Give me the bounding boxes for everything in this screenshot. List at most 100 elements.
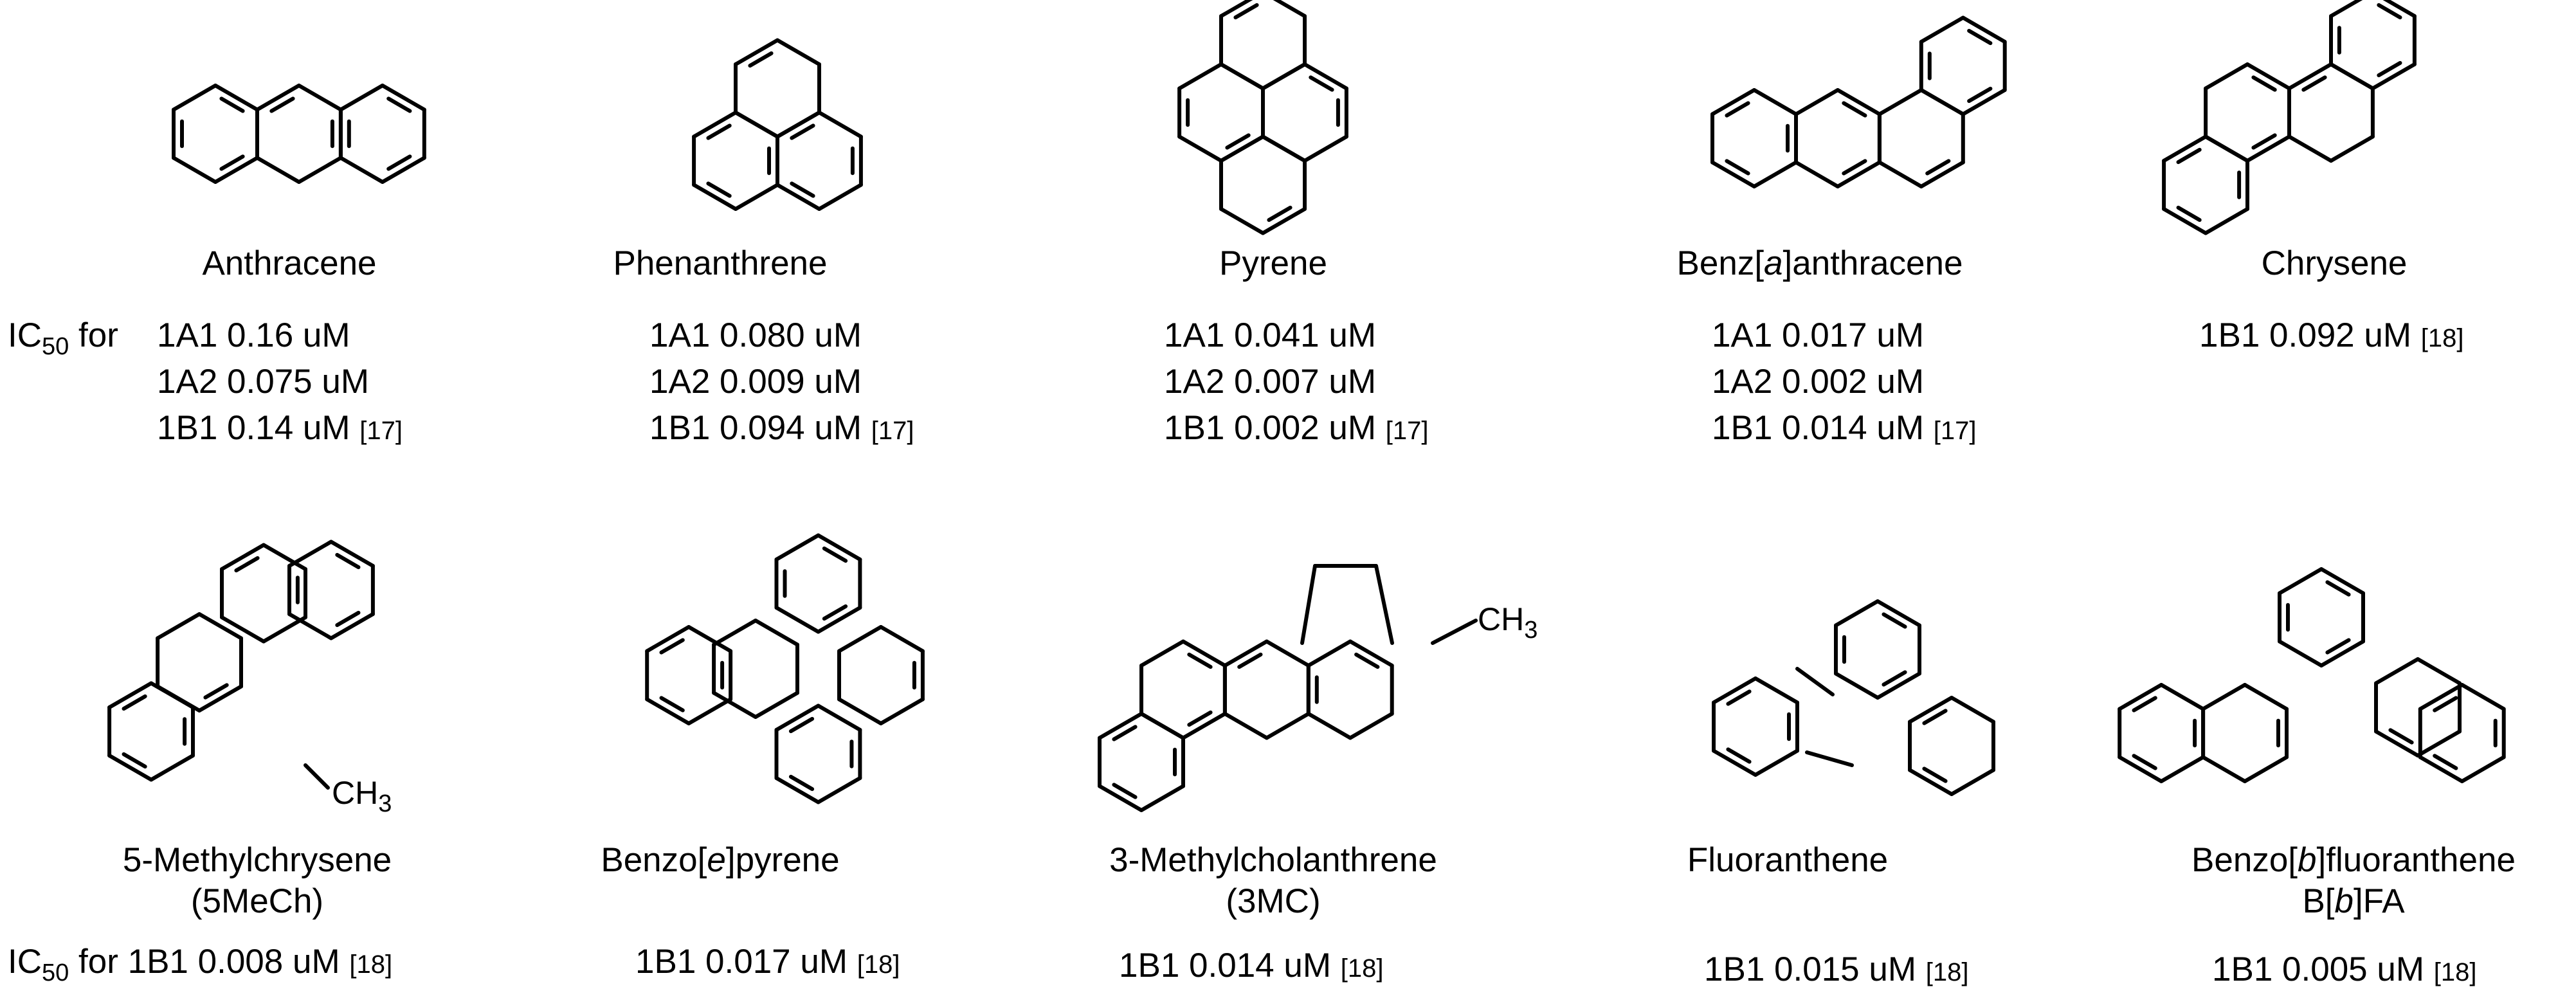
- bond: [2251, 133, 2277, 150]
- bond: [1754, 676, 1799, 705]
- bond: [774, 533, 821, 561]
- bond: [2132, 754, 2157, 770]
- reference-citation: [18]: [349, 950, 393, 979]
- bond: [220, 543, 266, 571]
- bond: [1219, 62, 1265, 91]
- bond: [1882, 612, 1907, 629]
- bond: [1267, 205, 1293, 222]
- bond: [213, 84, 259, 112]
- bond: [1794, 160, 1840, 188]
- bond: [1187, 652, 1213, 669]
- abbreviation: (3MC): [1226, 882, 1321, 920]
- ic50-subscript: 50: [42, 333, 69, 360]
- bond: [2460, 755, 2506, 783]
- bond: [754, 691, 799, 719]
- bond: [2377, 60, 2402, 78]
- ic50-for: for: [69, 316, 118, 354]
- bond: [172, 84, 217, 112]
- bond: [386, 96, 412, 113]
- bond: [2433, 696, 2458, 712]
- bond: [1835, 88, 1882, 116]
- ic50-prefix: IC: [8, 316, 42, 354]
- bond: [734, 38, 779, 66]
- reference-citation: [18]: [2433, 958, 2477, 986]
- bond: [2162, 134, 2208, 163]
- bond: [748, 51, 774, 68]
- bond: [1835, 160, 1882, 188]
- bond: [156, 612, 201, 640]
- bond: [296, 156, 343, 184]
- bond: [1876, 671, 1921, 700]
- bond: [172, 156, 217, 184]
- bond: [1919, 88, 1965, 116]
- bond: [1710, 88, 1756, 116]
- bond: [1967, 28, 1993, 46]
- bond: [788, 716, 815, 734]
- bond: [386, 154, 412, 171]
- anthracene-value-1b1: 1B1 0.14 uM [17]: [157, 409, 403, 447]
- bond: [2204, 207, 2249, 235]
- benz-a-anthracene-value-1b1: 1B1 0.014 uM [17]: [1712, 409, 1977, 447]
- chrysene-value-1b1: 1B1 0.092 uM [18]: [2199, 316, 2464, 354]
- bond: [706, 181, 732, 198]
- compound-name-anthracene: Anthracene: [202, 244, 377, 282]
- bond: [816, 606, 862, 634]
- bond: [837, 625, 883, 653]
- bond: [122, 694, 147, 711]
- bond: [255, 156, 301, 184]
- bond: [269, 96, 295, 113]
- bond: [2245, 134, 2291, 163]
- bond: [687, 625, 733, 653]
- anthracene-value-1a2: 1A2 0.075 uM: [157, 363, 370, 401]
- bond: [1374, 564, 1394, 645]
- bond: [1805, 750, 1854, 767]
- benzo-b-fluoranthene-value-1b1: 1B1 0.005 uM [18]: [2212, 950, 2477, 988]
- bond: [2245, 62, 2291, 91]
- bond: [234, 556, 260, 573]
- bond: [878, 697, 925, 725]
- bond: [774, 606, 821, 634]
- bond: [1922, 709, 1948, 725]
- bond: [2287, 62, 2333, 91]
- bond: [149, 754, 195, 782]
- 3-methylcholanthrene-structure: CH3: [1098, 564, 1537, 812]
- bond: [335, 552, 361, 570]
- bond: [1181, 712, 1227, 740]
- bond: [2118, 755, 2164, 783]
- bond: [1139, 712, 1185, 740]
- bond: [1752, 160, 1798, 188]
- bond: [2118, 683, 2164, 711]
- bond: [734, 111, 779, 139]
- reference-citation: [17]: [871, 417, 914, 445]
- bond: [287, 540, 333, 568]
- fluoranthene-value-1b1: 1B1 0.015 uM [18]: [1704, 950, 1969, 988]
- bond: [774, 703, 821, 732]
- bond: [659, 696, 685, 712]
- bond: [203, 683, 229, 700]
- bond: [776, 38, 821, 66]
- bond: [1261, 134, 1307, 163]
- bond: [1795, 667, 1835, 696]
- bond: [659, 638, 685, 655]
- bond: [262, 543, 307, 571]
- bond: [2204, 134, 2249, 163]
- bond: [1725, 159, 1750, 176]
- reference-citation: [18]: [1340, 954, 1384, 983]
- bond: [156, 684, 201, 712]
- bond: [1922, 767, 1948, 783]
- bond: [1842, 101, 1867, 118]
- bond: [2418, 683, 2464, 711]
- bond: [1306, 639, 1352, 667]
- bond: [1725, 101, 1750, 118]
- pyrene-value-1b1: 1B1 0.002 uM [17]: [1164, 409, 1429, 447]
- bond: [878, 625, 925, 653]
- bond: [380, 156, 426, 184]
- bond: [1273, 0, 1307, 18]
- bond: [1237, 652, 1263, 669]
- bond: [1877, 160, 1923, 188]
- bond: [2382, 0, 2417, 18]
- bond: [287, 612, 333, 640]
- phenanthrene-structure: [692, 38, 863, 211]
- compound-name-5-methylchrysene: 5-Methylchrysene(5MeCh): [96, 840, 418, 922]
